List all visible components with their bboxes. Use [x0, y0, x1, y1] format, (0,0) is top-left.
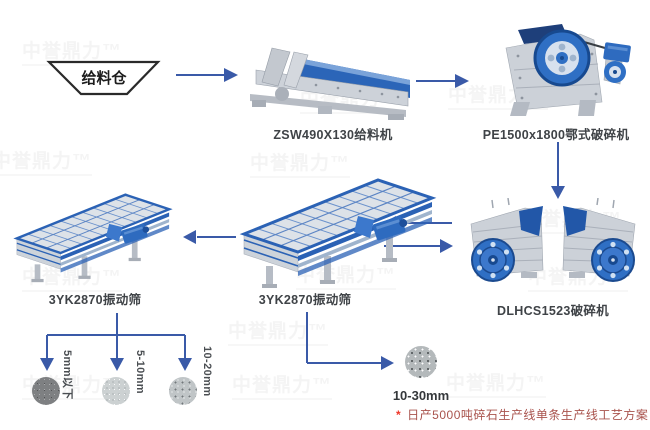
- granule-fine-image: [32, 377, 60, 405]
- footnote-asterisk: *: [396, 408, 402, 422]
- screen-left-label: 3YK2870振动筛: [48, 293, 142, 307]
- output-medium-label: 10-20mm: [201, 346, 213, 397]
- output-small-label: 5-10mm: [134, 350, 146, 394]
- output-coarse-label: 10-30mm: [392, 388, 450, 403]
- screen-mid-label: 3YK2870振动筛: [258, 293, 352, 307]
- jaw-crusher-image: [505, 24, 631, 116]
- granule-small-image: [102, 377, 130, 405]
- impact-crusher-image: [470, 198, 636, 282]
- footnote-text: 日产5000吨碎石生产线单条生产线工艺方案: [407, 408, 649, 422]
- vibrating-screen-left-image: [13, 193, 173, 283]
- impact-crusher-label: DLHCS1523破碎机: [497, 304, 609, 318]
- footnote: * 日产5000吨碎石生产线单条生产线工艺方案: [396, 406, 648, 423]
- feeder-label: ZSW490X130给料机: [273, 128, 393, 142]
- granule-medium-image: [169, 377, 197, 405]
- vibrating-screen-mid-image: [239, 178, 437, 288]
- granule-coarse-image: [405, 346, 437, 378]
- output-fine-label: 5mm以下: [61, 350, 73, 400]
- feed-bin-label: 给料仓: [81, 70, 127, 87]
- feed-bin-shape: [46, 60, 161, 96]
- jaw-crusher-label: PE1500x1800鄂式破碎机: [482, 128, 630, 142]
- vibrating-feeder-image: [250, 47, 410, 120]
